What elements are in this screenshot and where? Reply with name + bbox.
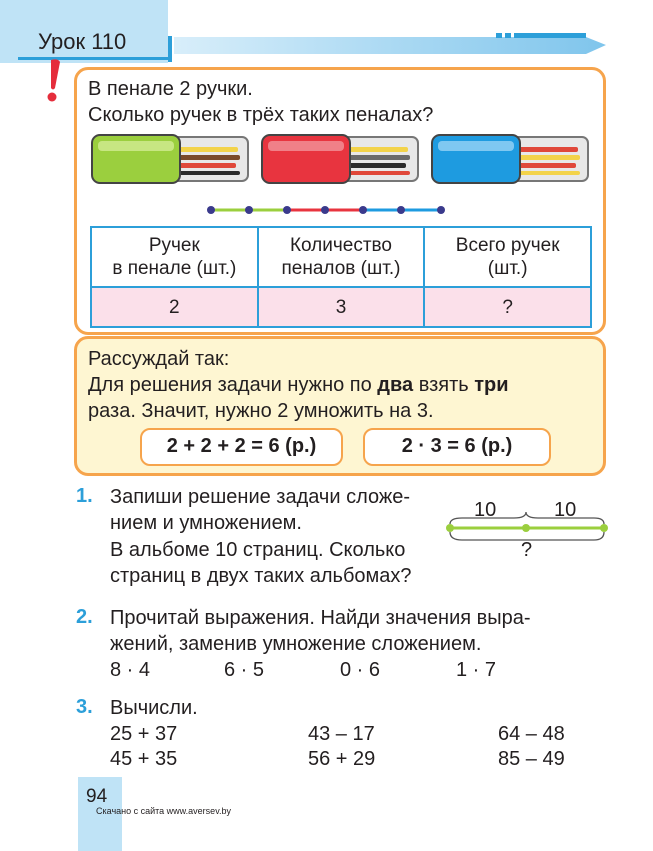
diagram-right-label: 10 [554, 499, 577, 521]
calc-expression: 25 + 37 [110, 723, 178, 745]
lesson-tab [0, 0, 168, 63]
task-2-line: жений, заменив умножение сложением. [110, 633, 482, 655]
task-3-title: Вычисли. [110, 697, 198, 719]
expression: 1 · 7 [456, 659, 497, 681]
addition-equation-box: 2 + 2 + 2 = 6 (р.) [140, 428, 343, 466]
expression: 8 · 4 [110, 659, 151, 681]
task-3-number: 3. [76, 696, 93, 718]
task-1-line: В альбоме 10 страниц. Сколько [110, 539, 406, 561]
problem-line-1: В пенале 2 ручки. [88, 78, 253, 100]
page-tab [78, 777, 122, 851]
task-2-number: 2. [76, 606, 93, 628]
pencil-case-icon [91, 134, 249, 184]
reasoning-title: Рассуждай так: [88, 348, 230, 370]
lesson-underline [18, 57, 170, 60]
segment-diagram [446, 512, 608, 541]
pencil-cases-illustration [91, 134, 589, 184]
task-2-line: Прочитай выражения. Найди значения выра- [110, 607, 531, 629]
exclamation-icon [47, 59, 60, 102]
problem-line-2: Сколько ручек в трёх таких пеналах? [88, 104, 434, 126]
task-1-line: страниц в двух таких альбомах? [110, 565, 412, 587]
task-1-number: 1. [76, 485, 93, 507]
table-cell: 3 [256, 286, 426, 328]
diagram-left-label: 10 [474, 499, 497, 521]
header-stripe [505, 33, 511, 38]
table-cell: ? [423, 286, 592, 328]
calc-expression: 64 – 48 [498, 723, 565, 745]
header-stripe [514, 33, 586, 38]
lesson-title: Урок 110 [38, 29, 127, 54]
calc-expression: 43 – 17 [308, 723, 375, 745]
pencil-case-icon [431, 134, 589, 184]
download-credit: Скачано с сайта www.aversev.by [96, 806, 232, 816]
diagram-total-label: ? [521, 539, 533, 561]
page-number: 94 [86, 786, 108, 807]
lesson-divider [168, 36, 172, 62]
table-cell: 2 [90, 286, 259, 328]
reasoning-line-2: раза. Значит, нужно 2 умножить на 3. [88, 400, 434, 422]
pencil-case-icon [261, 134, 419, 184]
table-header-cell: Всего ручек(шт.) [423, 226, 592, 288]
table-row: 2 3 ? [90, 286, 592, 328]
counting-line [207, 206, 445, 214]
calc-expression: 56 + 29 [308, 748, 376, 770]
header-band [174, 37, 606, 54]
multiplication-equation-box: 2 · 3 = 6 (р.) [363, 428, 551, 466]
calc-expression: 85 – 49 [498, 748, 565, 770]
header-stripe [496, 33, 502, 38]
task-1-line: нием и умножением. [110, 512, 302, 534]
expression: 6 · 5 [224, 659, 265, 681]
reasoning-line-1: Для решения задачи нужно по два взять тр… [88, 374, 509, 396]
task-1-line: Запиши решение задачи сложе- [110, 486, 411, 508]
calc-expression: 45 + 35 [110, 748, 178, 770]
expression: 0 · 6 [340, 659, 381, 681]
